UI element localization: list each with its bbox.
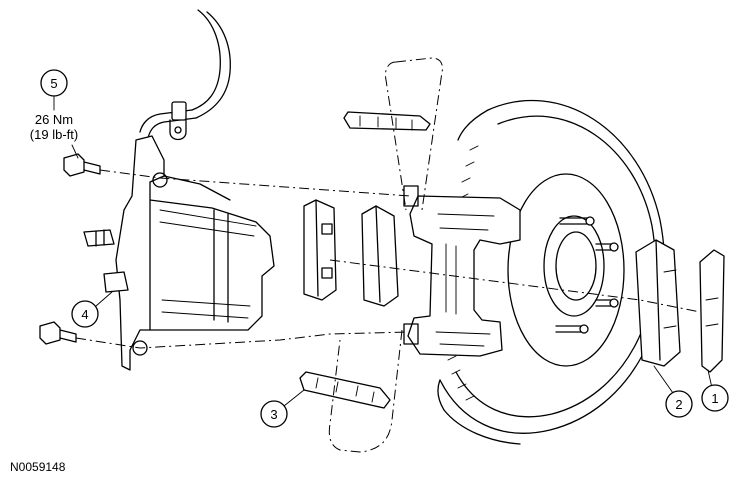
brake-hose: [139, 9, 231, 141]
callout-2-label: 2: [675, 397, 682, 412]
callout-5-label: 5: [50, 76, 57, 91]
callout-2: 2: [665, 390, 693, 418]
pad-clip-lower: [299, 371, 391, 409]
callout-3-label: 3: [270, 407, 277, 422]
phantom-outline: [328, 57, 443, 453]
callout-5: 5: [40, 69, 68, 97]
caliper-bolt-lower: [39, 321, 77, 345]
alignment-lines: [75, 169, 701, 349]
callout-1-label: 1: [711, 391, 718, 406]
caliper-anchor-bracket: [403, 185, 521, 357]
torque-lbft: (19 lb-ft): [30, 127, 78, 142]
brake-rotor: [437, 100, 665, 445]
torque-nm: 26 Nm: [35, 112, 73, 127]
pad-shim: [699, 249, 725, 373]
callout-4: 4: [71, 300, 99, 328]
caliper-bolt-upper: [63, 153, 101, 177]
wheel-studs: [555, 216, 619, 334]
brake-caliper: [83, 135, 275, 371]
callout-1: 1: [701, 384, 729, 412]
callout-3: 3: [260, 400, 288, 428]
outer-brake-pad: [635, 239, 681, 367]
inner-brake-pad: [303, 199, 337, 301]
pad-clip-upper: [343, 111, 431, 131]
callout-4-label: 4: [81, 307, 88, 322]
outer-brake-pad-centre: [361, 205, 399, 307]
figure-id: N0059148: [10, 460, 66, 474]
